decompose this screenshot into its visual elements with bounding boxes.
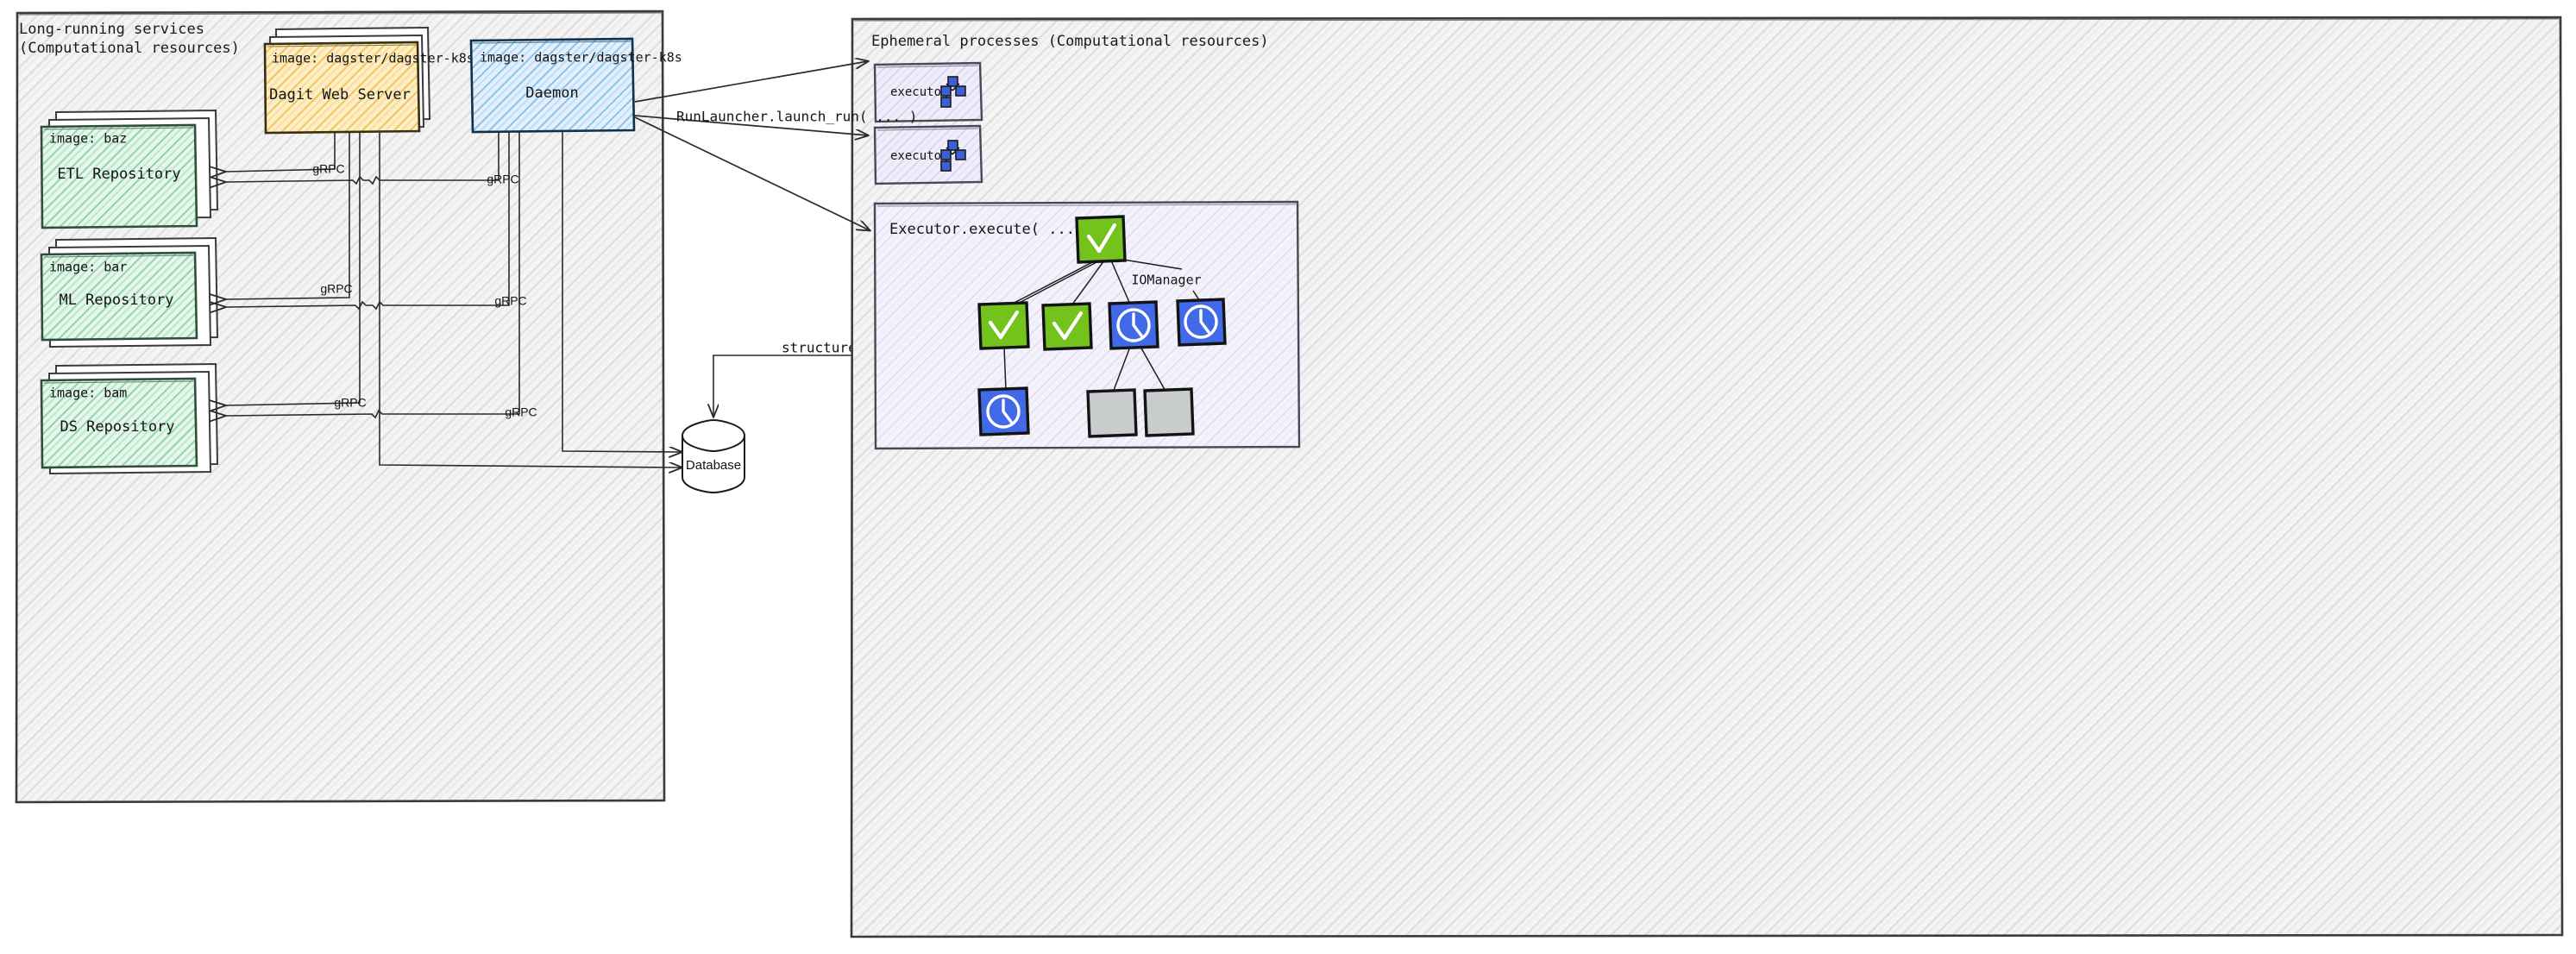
service-image-label: image: dagster/dagster-k8s — [272, 51, 474, 66]
left-panel-title-line2: (Computational resources) — [19, 40, 240, 57]
graph-node-success[interactable] — [1075, 215, 1127, 264]
database-cylinder[interactable]: Database — [682, 418, 745, 494]
service-card-daemon[interactable]: image: dagster/dagster-k8s Daemon — [469, 37, 682, 134]
run-launcher-label: RunLauncher.launch_run( ... ) — [676, 109, 917, 125]
repo-image-label: image: baz — [49, 131, 127, 147]
grpc-label: gRPC — [505, 405, 537, 419]
grpc-edges — [209, 132, 520, 423]
dag-icon — [940, 76, 966, 108]
graph-node-running[interactable] — [1108, 300, 1159, 350]
repository-card-etl[interactable]: image: baz ETL Repository — [40, 109, 219, 229]
graph-node-queued[interactable] — [1086, 388, 1138, 438]
repo-image-label: image: bar — [49, 260, 127, 275]
dag-icon — [940, 140, 966, 172]
ephemeral-processes-panel: Ephemeral processes (Computational resou… — [850, 16, 2564, 938]
graph-node-success[interactable] — [977, 301, 1030, 350]
execution-graph-nodes — [977, 215, 1227, 438]
repo-name-label: ML Repository — [59, 292, 173, 309]
executor-execute-label: Executor.execute( ... ) — [889, 221, 1092, 238]
service-name-label: Daemon — [525, 85, 578, 102]
executor-card-2[interactable]: executor — [873, 124, 983, 185]
grpc-label: gRPC — [487, 173, 518, 186]
iomanager-label: IOManager — [1131, 273, 1201, 288]
service-card-dagit-web-server[interactable]: image: dagster/dagster-k8s Dagit Web Ser… — [263, 26, 474, 135]
grpc-edge-labels: gRPC gRPC gRPC gRPC gRPC gRPC — [312, 162, 537, 419]
grpc-label: gRPC — [334, 396, 366, 410]
repo-name-label: DS Repository — [60, 418, 174, 436]
grpc-label: gRPC — [320, 282, 352, 296]
graph-node-running[interactable] — [977, 386, 1030, 436]
graph-node-success[interactable] — [1041, 302, 1093, 351]
repo-name-label: ETL Repository — [57, 166, 180, 183]
service-image-label: image: dagster/dagster-k8s — [480, 50, 682, 66]
executor-card-1[interactable]: executor — [873, 61, 983, 123]
executor-label: executor — [890, 85, 948, 99]
grpc-label: gRPC — [494, 294, 526, 308]
graph-node-queued[interactable] — [1143, 387, 1195, 437]
database-edges — [379, 132, 682, 468]
right-panel-title: Ephemeral processes (Computational resou… — [871, 33, 1269, 50]
database-label: Database — [686, 458, 741, 473]
graph-node-running[interactable] — [1176, 298, 1227, 347]
execution-graph-edges — [1003, 258, 1202, 393]
service-name-label: Dagit Web Server — [269, 86, 411, 104]
repository-card-ds[interactable]: image: bam DS Repository — [40, 362, 219, 475]
left-panel-title-line1: Long-running services — [19, 21, 204, 38]
run-launcher-edges — [634, 61, 870, 230]
repo-image-label: image: bam — [49, 386, 127, 401]
grpc-label: gRPC — [312, 162, 344, 176]
executor-label: executor — [890, 149, 948, 163]
repository-card-ml[interactable]: image: bar ML Repository — [40, 236, 219, 348]
